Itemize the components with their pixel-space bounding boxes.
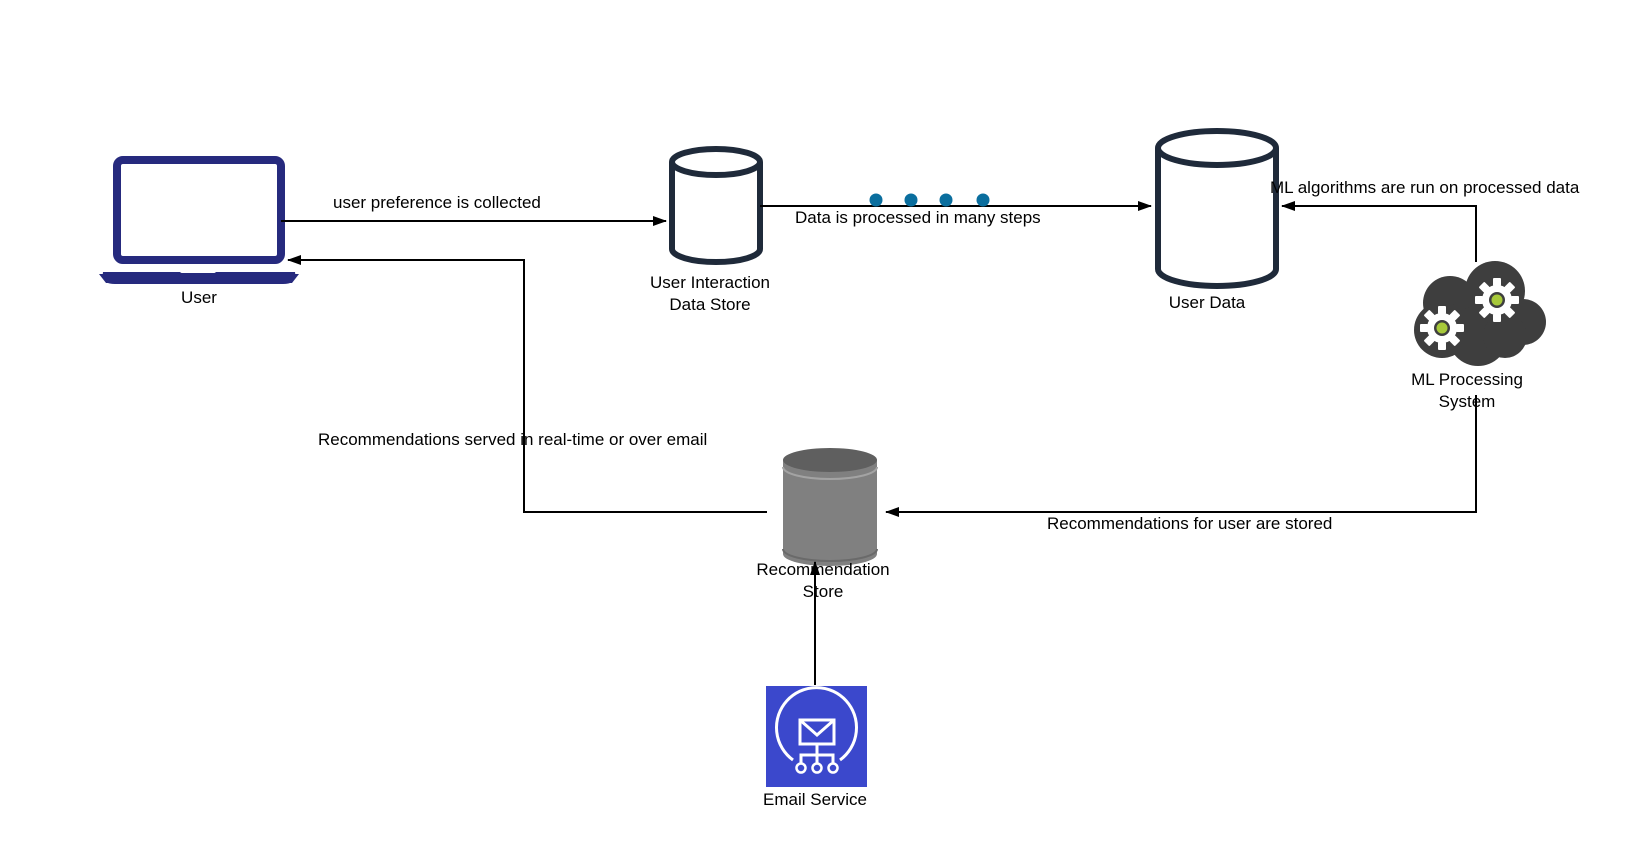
edge-label-ml-algorithms: ML algorithms are run on processed data	[1270, 178, 1580, 197]
email-service-label: Email Service	[763, 790, 867, 809]
edge-ml-to-user-data	[1281, 201, 1477, 262]
user-data-label: User Data	[1168, 293, 1246, 312]
ml-system-label-line1: ML Processing	[1411, 370, 1523, 389]
user-label: User	[181, 288, 217, 307]
ml-system-label: ML Processing System	[1411, 369, 1523, 413]
gear-icon	[1420, 306, 1464, 350]
user-data-cylinder	[1155, 128, 1279, 289]
edge-recommendation-store-to-user	[287, 255, 767, 513]
edge-interaction-store-to-user-data	[760, 193, 1152, 211]
edge-label-user-preference: user preference is collected	[333, 193, 541, 212]
email-service-icon	[766, 686, 867, 787]
recommendation-store-cylinder	[782, 448, 878, 566]
interaction-store-cylinder	[669, 146, 763, 265]
recommendation-store-label-line2: Store	[802, 582, 844, 601]
cloud-gears-icon	[1414, 261, 1546, 366]
edge-label-data-processed: Data is processed in many steps	[795, 208, 1041, 227]
edge-label-recommendations-stored: Recommendations for user are stored	[1047, 514, 1333, 533]
interaction-store-label-line1: User Interaction	[650, 273, 770, 292]
gear-icon	[1475, 278, 1519, 322]
edge-label-recommendations-served: Recommendations served in real-time or o…	[318, 430, 708, 449]
laptop-icon	[99, 156, 299, 284]
interaction-store-label-line2: Data Store	[669, 295, 751, 314]
recommendation-store-label-line1: Recommendation	[756, 560, 890, 579]
interaction-store-label: User Interaction Data Store	[650, 272, 770, 316]
edge-ml-to-recommendation-store	[885, 395, 1477, 517]
ml-system-label-line2: System	[1438, 392, 1496, 411]
recommendation-store-label: Recommendation Store	[756, 559, 889, 603]
